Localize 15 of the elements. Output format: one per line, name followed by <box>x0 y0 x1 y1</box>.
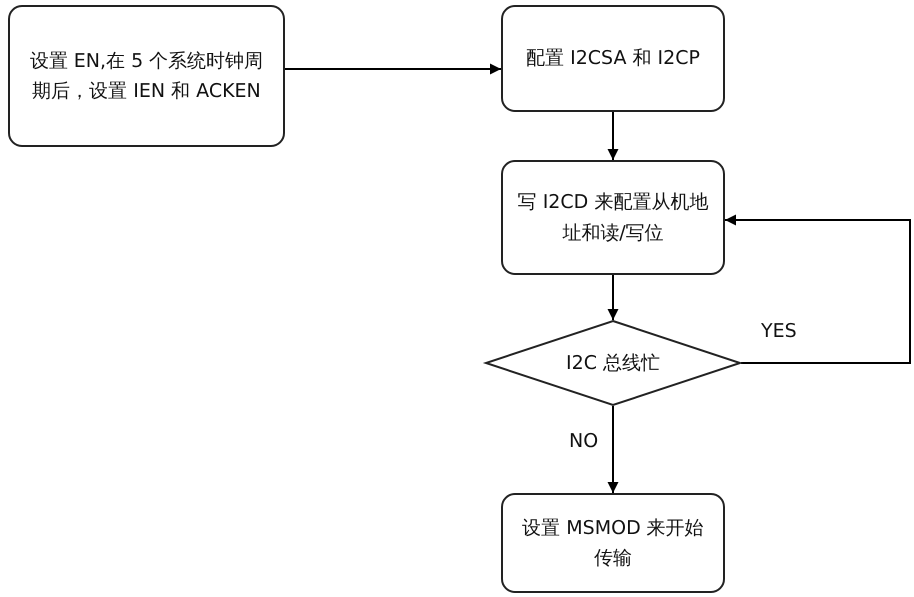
arrow <box>725 214 911 364</box>
arrow <box>285 64 501 74</box>
arrow <box>608 112 618 160</box>
arrow <box>608 275 618 320</box>
process-box <box>501 5 725 112</box>
node-text: 配置 I2CSA 和 I2CP <box>526 46 700 72</box>
process-box <box>501 160 725 275</box>
decision-diamond <box>485 320 741 406</box>
process-box <box>8 5 285 147</box>
arrow <box>608 406 618 493</box>
node-text: 写 I2CD 来配置从机地址和读/写位 <box>517 190 709 246</box>
node-text: 设置 EN,在 5 个系统时钟周期后，设置 IEN 和 ACKEN <box>28 48 264 104</box>
node-text: 设置 MSMOD 来开始传输 <box>521 516 705 571</box>
node-text: I2C 总线忙 <box>566 350 660 376</box>
process-box <box>501 493 725 593</box>
